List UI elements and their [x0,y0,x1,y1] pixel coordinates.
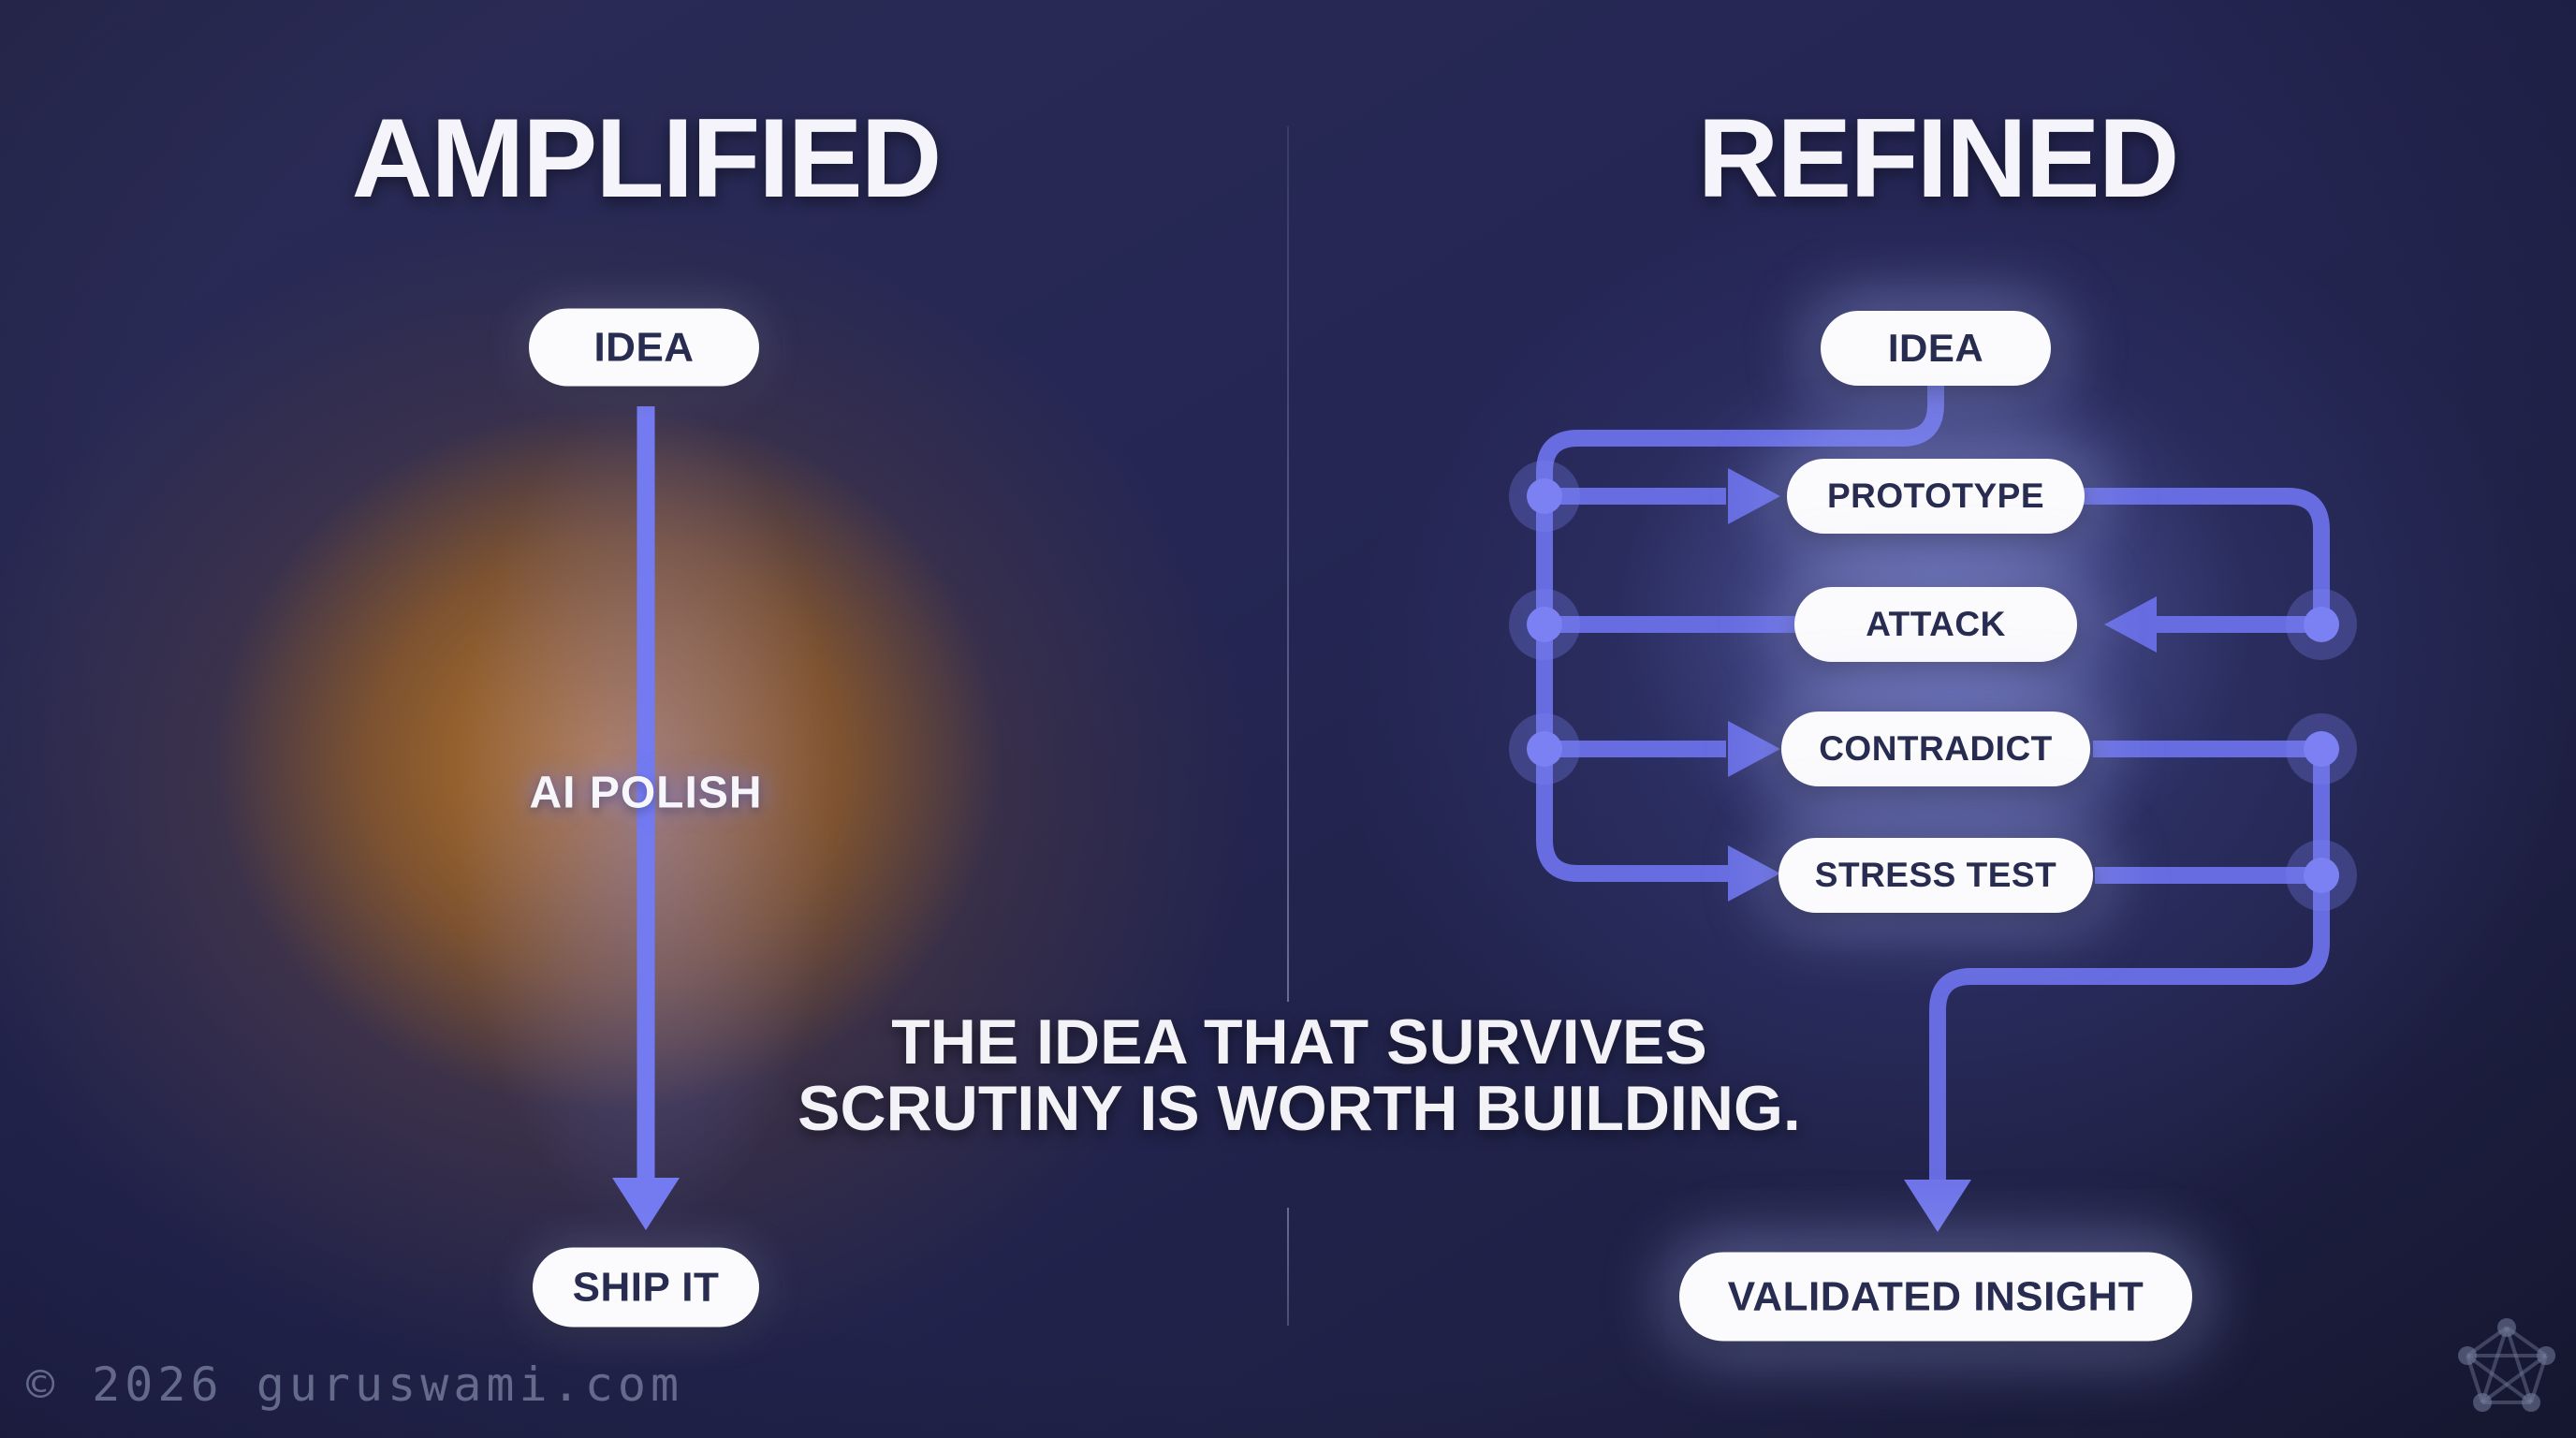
attack-pill: ATTACK [1794,587,2077,662]
dot-right-stress-test [2304,858,2339,893]
copyright-text: © 2026 guruswami.com [26,1357,684,1412]
left-rail-path [1536,384,1944,882]
stress-test-pill: STRESS TEST [1778,838,2093,913]
left-panel-title: AMPLIFIED [351,95,943,221]
contradict-pill: CONTRADICT [1781,712,2090,786]
tagline-line-2: SCRUTINY IS WORTH BUILDING. [798,1073,1801,1144]
center-divider-top [1287,126,1289,1002]
left-idea-pill: IDEA [529,308,759,387]
dot-left-prototype [1527,478,1562,514]
dot-left-attack [1527,607,1562,642]
left-down-arrowhead-icon [612,1178,680,1230]
right-rail-path [1929,749,2330,1181]
contradict-arrowhead-icon [1728,721,1780,777]
right-panel-title: REFINED [1697,95,2180,221]
prototype-arrowhead-icon [1728,468,1780,524]
validated-insight-arrowhead-icon [1904,1180,1971,1232]
prototype-pill: PROTOTYPE [1787,459,2085,534]
junction-dots [1509,461,2357,911]
pentagon-network-icon [2458,1318,2555,1412]
validated-insight-pill: VALIDATED INSIGHT [1679,1252,2192,1342]
ship-it-pill: SHIP IT [533,1247,759,1328]
dot-right-attack [2304,607,2339,642]
ai-polish-label: AI POLISH [529,768,763,818]
stress-test-arrowhead-icon [1728,845,1780,902]
right-idea-pill: IDEA [1821,311,2051,386]
dot-left-contradict [1527,731,1562,767]
attack-arrowhead-icon [2104,596,2157,653]
tagline: THE IDEA THAT SURVIVES SCRUTINY IS WORTH… [798,1009,1801,1142]
tagline-line-1: THE IDEA THAT SURVIVES [891,1006,1707,1078]
dot-right-contradict [2304,731,2339,767]
center-divider-bottom [1287,1208,1289,1326]
prototype-out-path [2082,488,2330,620]
